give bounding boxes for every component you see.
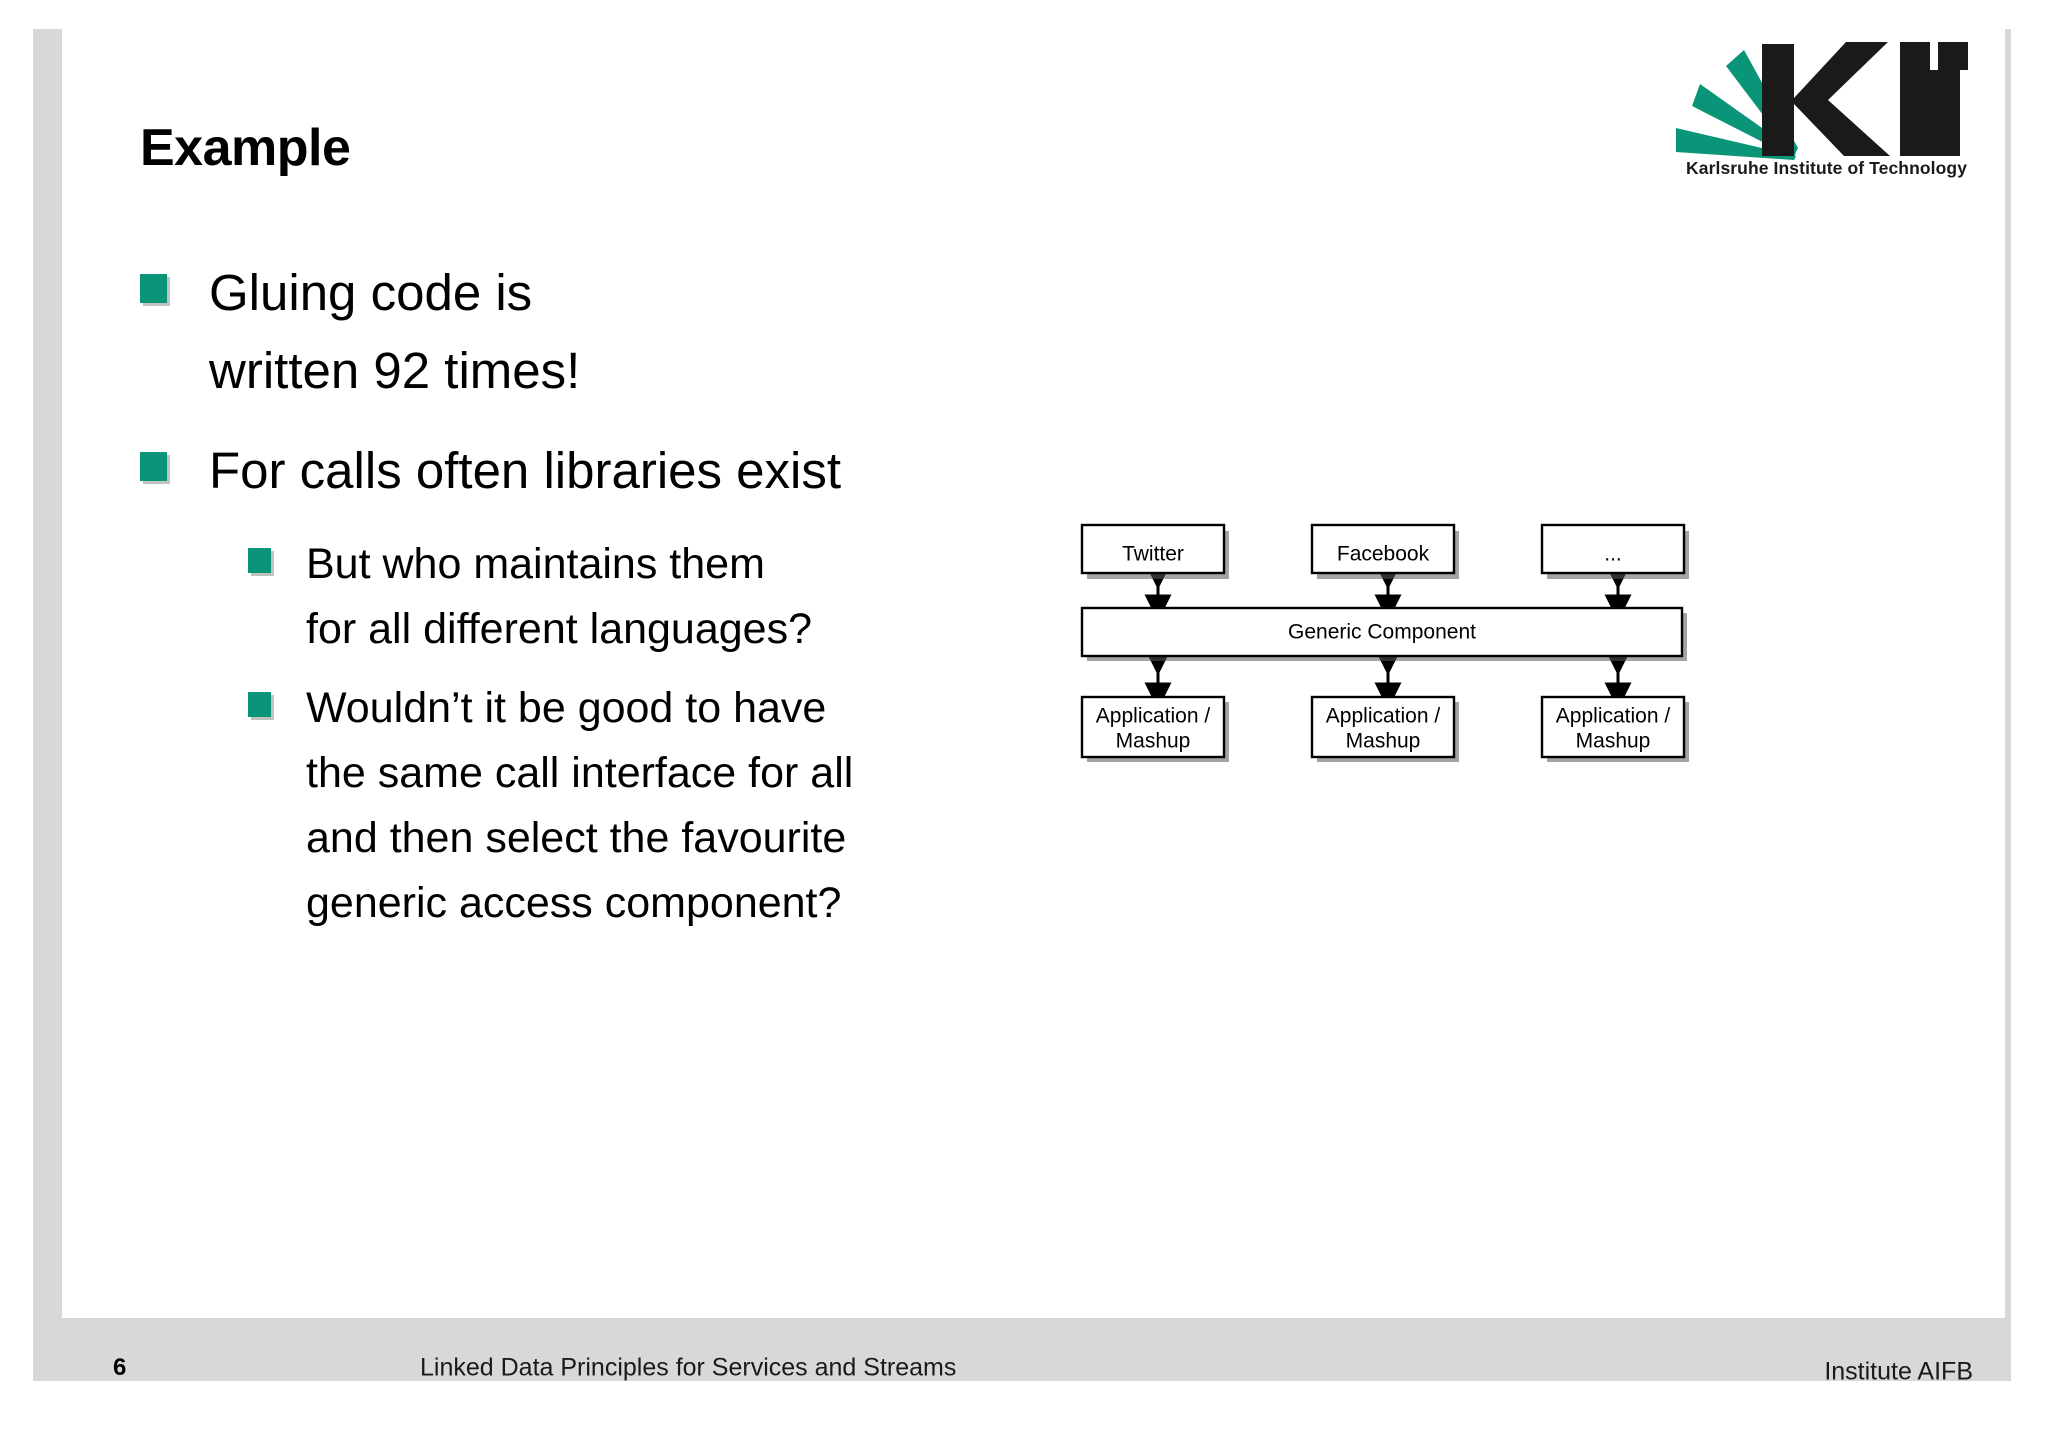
svg-text:Application /: Application /	[1556, 705, 1671, 728]
kit-logo	[1668, 34, 1968, 169]
list-item: Gluing code is written 92 times!	[140, 254, 940, 410]
kit-logo-tagline: Karlsruhe Institute of Technology	[1686, 158, 1968, 178]
list-item-label: For calls often libraries exist	[209, 442, 842, 499]
bullet-square-icon	[140, 452, 167, 481]
box-application-mashup-2: Application / Mashup	[1310, 695, 1459, 762]
architecture-diagram: Twitter Facebook ... Generic Component	[1078, 522, 1923, 802]
page-title: Example	[140, 119, 351, 177]
connector-arrows-bottom	[1144, 648, 1632, 710]
slide-frame-left-band	[33, 29, 62, 1381]
svg-text:Twitter: Twitter	[1122, 543, 1184, 566]
svg-text:Generic Component: Generic Component	[1288, 621, 1476, 644]
box-application-mashup-1: Application / Mashup	[1080, 695, 1229, 762]
svg-text:Mashup: Mashup	[1576, 730, 1651, 753]
box-generic-component: Generic Component	[1080, 606, 1687, 661]
box-facebook: Facebook	[1310, 523, 1459, 579]
box-application-mashup-3: Application / Mashup	[1540, 695, 1689, 762]
box-twitter: Twitter	[1080, 523, 1229, 579]
connector-arrows-top	[1144, 562, 1632, 622]
bullet-list: Gluing code is written 92 times! For cal…	[140, 254, 940, 950]
svg-text:Mashup: Mashup	[1346, 730, 1421, 753]
svg-text:Facebook: Facebook	[1337, 543, 1430, 566]
slide-footer-bar	[33, 1318, 2009, 1381]
footer-title: Linked Data Principles for Services and …	[420, 1353, 957, 1382]
svg-text:...: ...	[1604, 543, 1622, 566]
kit-logo-wordmark	[1762, 42, 1968, 156]
list-item-label: Gluing code is written 92 times!	[209, 264, 581, 399]
list-item: For calls often libraries exist	[140, 432, 940, 510]
slide-frame-right-edge	[2005, 29, 2011, 1381]
list-item-label: But who maintains them for all different…	[306, 540, 813, 653]
svg-text:Application /: Application /	[1096, 705, 1211, 728]
list-item-label: Wouldn’t it be good to have the same cal…	[306, 684, 854, 927]
slide-content-area	[62, 29, 2005, 1318]
svg-text:Mashup: Mashup	[1116, 730, 1191, 753]
bullet-square-icon	[140, 274, 167, 303]
list-item: Wouldn’t it be good to have the same cal…	[248, 676, 940, 936]
footer-page-number: 6	[113, 1354, 127, 1381]
list-item: But who maintains them for all different…	[248, 532, 940, 662]
bullet-square-icon	[248, 548, 271, 573]
bullet-square-icon	[248, 692, 271, 717]
footer-institute: Institute AIFB	[1824, 1357, 1973, 1386]
svg-text:Application /: Application /	[1326, 705, 1441, 728]
box-other: ...	[1540, 523, 1689, 579]
